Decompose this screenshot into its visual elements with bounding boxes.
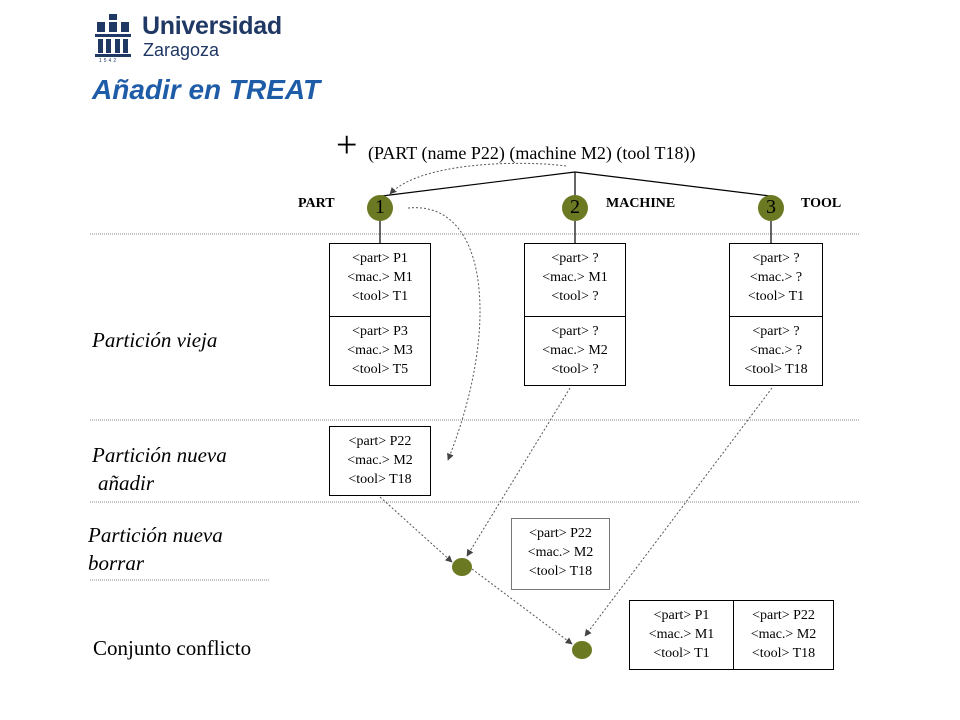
university-logo-mark [95, 14, 131, 57]
assert-operator: + [336, 124, 358, 166]
old-box-part-2: <part> P3<mac.> M3<tool> T5 [329, 316, 431, 386]
university-name: Universidad [142, 12, 282, 40]
old-box-machine-1: <part> ?<mac.> M1<tool> ? [524, 243, 626, 317]
slide-title: Añadir en TREAT [92, 74, 321, 105]
conflict-box-left: <part> P1<mac.> M1<tool> T1 [629, 600, 734, 670]
old-box-tool-2: <part> ?<mac.> ?<tool> T18 [729, 316, 823, 386]
condition-number-2: 2 [570, 196, 580, 218]
partition-separators [90, 233, 860, 581]
condition-node-2 [562, 195, 588, 221]
university-city: Zaragoza [143, 40, 220, 60]
condition-number-1: 1 [375, 196, 385, 218]
label-old-partition: Partición vieja [92, 328, 218, 352]
old-box-part-1: <part> P1<mac.> M1<tool> T1 [329, 243, 431, 317]
join-node-1 [452, 558, 472, 576]
condition-label-part: PART [298, 196, 335, 211]
conflict-box-right: <part> P22<mac.> M2<tool> T18 [733, 600, 834, 670]
condition-number-3: 3 [766, 196, 776, 218]
condition-circles [367, 195, 784, 221]
dotted-arrows [379, 162, 773, 645]
label-new-delete-line2: borrar [88, 551, 145, 575]
old-box-tool-1: <part> ?<mac.> ?<tool> T1 [729, 243, 823, 317]
label-new-add-line2: añadir [98, 471, 155, 495]
condition-tree [379, 171, 772, 243]
condition-label-tool: TOOL [801, 196, 842, 211]
condition-node-1 [367, 195, 393, 221]
condition-node-3 [758, 195, 784, 221]
new-add-box: <part> P22<mac.> M2<tool> T18 [329, 426, 431, 496]
founding-year: 1542 [99, 58, 119, 64]
condition-label-machine: MACHINE [606, 196, 676, 211]
label-new-add-line1: Partición nueva [92, 443, 227, 467]
join-node-2 [572, 641, 592, 659]
join-result-box: <part> P22<mac.> M2<tool> T18 [511, 518, 610, 590]
asserted-fact: (PART (name P22) (machine M2) (tool T18)… [368, 143, 696, 163]
label-new-delete-line1: Partición nueva [88, 523, 223, 547]
old-box-machine-2: <part> ?<mac.> M2<tool> ? [524, 316, 626, 386]
label-conflict-set: Conjunto conflicto [93, 636, 252, 660]
